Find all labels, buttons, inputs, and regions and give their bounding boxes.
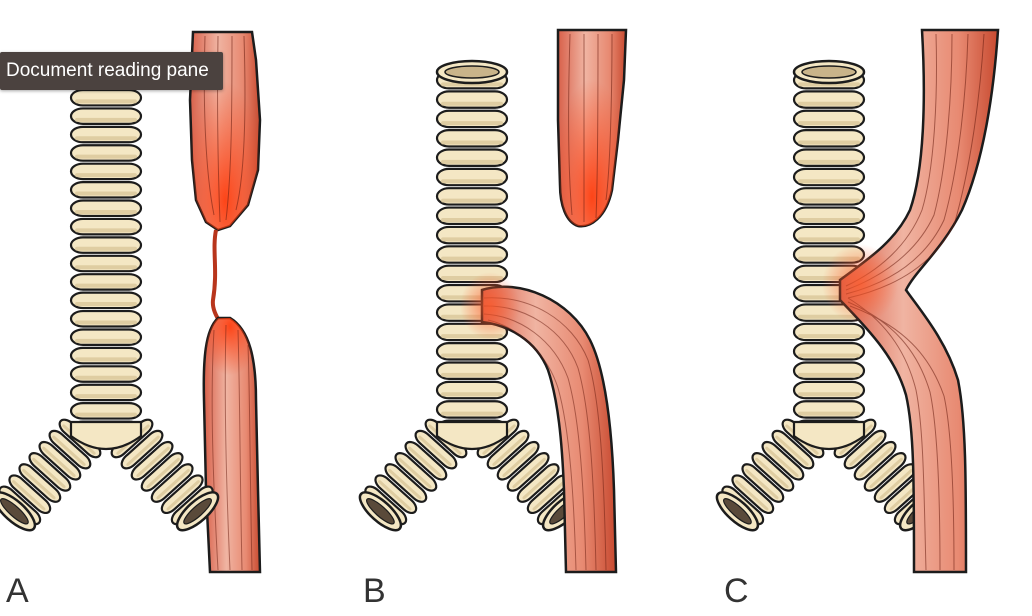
panel-c-esophagus-fistula — [822, 28, 1000, 574]
panel-label-c: C — [724, 572, 749, 610]
panel-a-trachea — [0, 88, 220, 532]
panel-a-esophagus-lower-segment — [202, 316, 262, 574]
panel-a-atretic-cord — [210, 229, 222, 324]
panel-label-b: B — [363, 572, 386, 610]
tooltip: Document reading pane — [0, 52, 223, 90]
panel-b-esophagus-lower-fistula — [460, 272, 618, 574]
panel-label-a: A — [6, 572, 29, 610]
panel-b-esophagus-upper-pouch — [556, 28, 628, 228]
